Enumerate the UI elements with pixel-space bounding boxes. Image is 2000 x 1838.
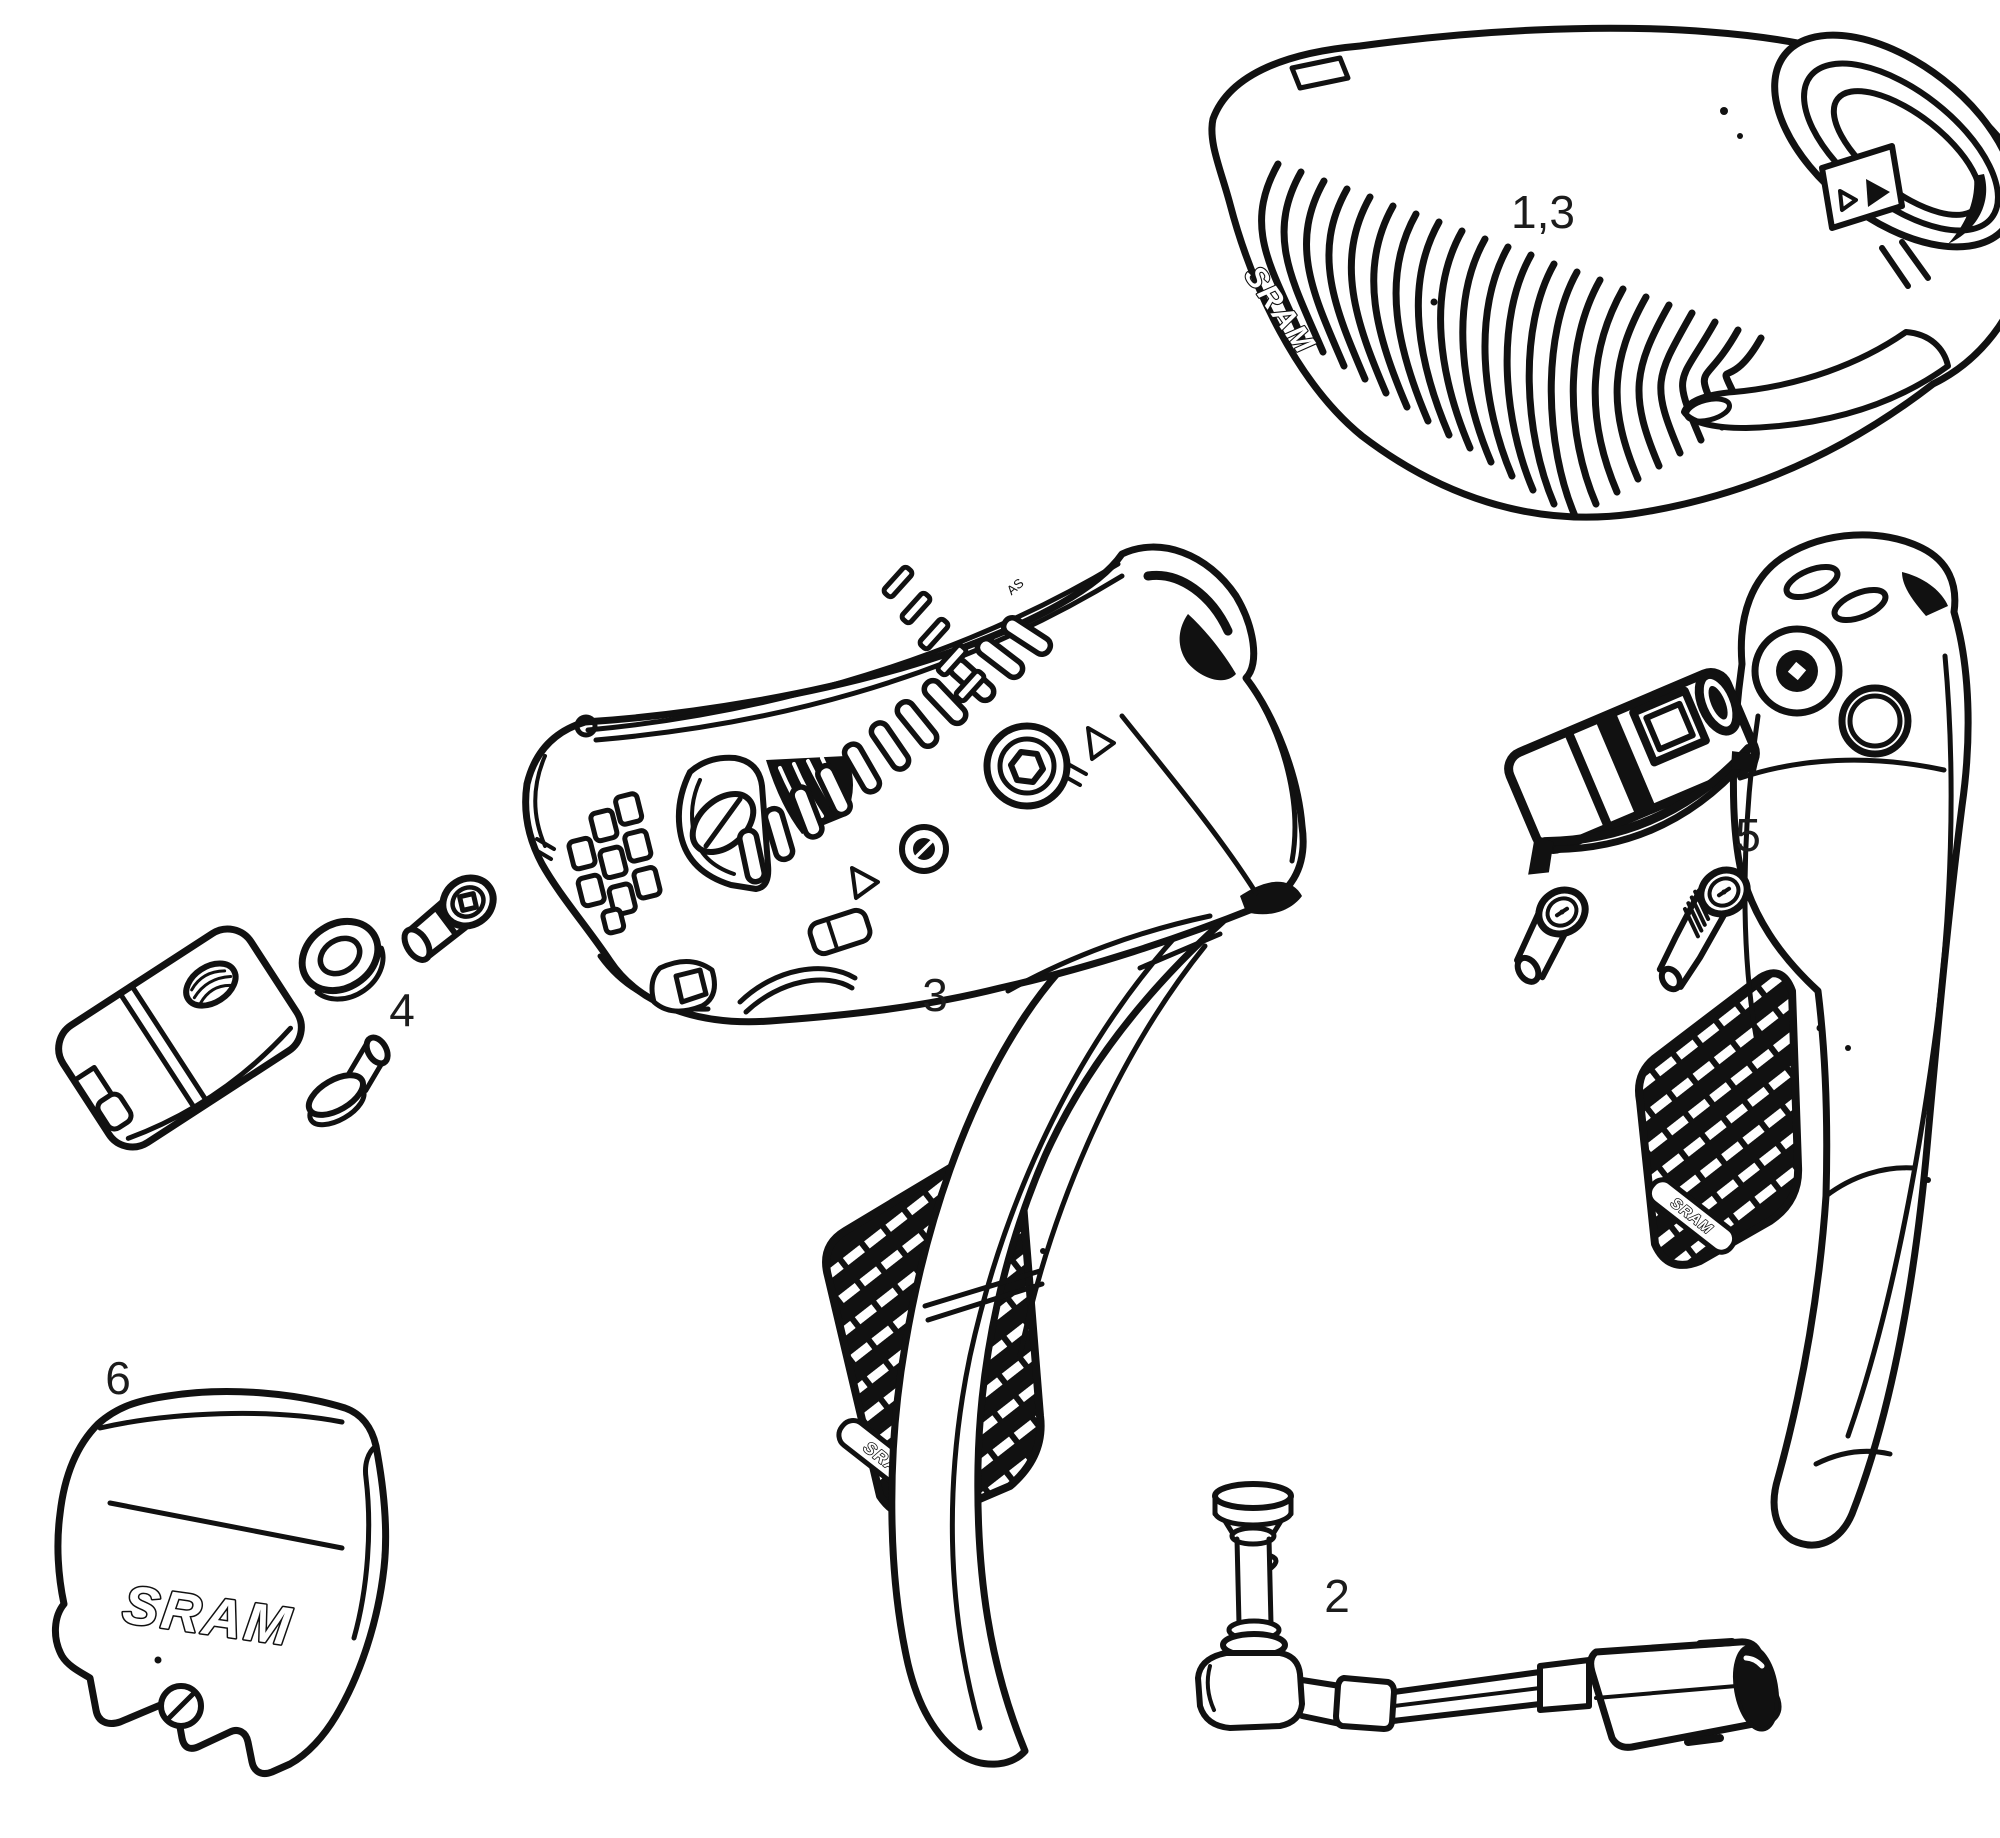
cover-pill xyxy=(807,907,873,957)
mounting-bolt-a xyxy=(1514,886,1589,985)
body-marking: AS xyxy=(1004,575,1027,598)
part-label-hood-cover: 1,3 xyxy=(1511,186,1575,238)
body-left-edge xyxy=(532,754,556,861)
part-label-hose: 2 xyxy=(1324,1570,1350,1622)
vent-grid xyxy=(566,791,663,936)
clamp-bolt xyxy=(401,874,497,963)
part-label-clamp-hardware: 4 xyxy=(389,984,415,1036)
shift-paddle-right: SRAM xyxy=(1635,969,1803,1269)
hose-seam xyxy=(1392,1686,1542,1708)
exploded-parts-diagram: SRAM 1,3 SRAM xyxy=(40,16,2000,1822)
hood-panel-triangle xyxy=(1866,179,1890,207)
hood-tail-tip xyxy=(1684,396,1732,424)
part-blanking-plate: SRAM xyxy=(52,1388,390,1778)
reach-clamp-block xyxy=(1504,668,1760,875)
plate-logo-dot xyxy=(154,1656,162,1664)
hood-rib-texture xyxy=(1258,160,1765,518)
part-shifter-body: SRAM xyxy=(522,543,1307,1768)
brake-lever-blade xyxy=(888,883,1227,1768)
part-label-brake-lever: 5 xyxy=(1735,809,1761,861)
part-hood-cover: SRAM xyxy=(1208,24,2000,521)
lever-head xyxy=(1751,563,1948,758)
plate-screw xyxy=(158,1683,204,1729)
brand-logo-plate: SRAM xyxy=(119,1574,297,1657)
diagram-canvas: SRAM 1,3 SRAM xyxy=(52,24,2000,1778)
blade-mold-dot xyxy=(1040,1248,1046,1254)
lever-blade-right xyxy=(1729,531,1972,1549)
lower-pivot xyxy=(899,824,949,874)
plate-outline xyxy=(52,1388,390,1778)
part-brake-lever: SRAM xyxy=(1504,531,1972,1549)
ratchet-bars xyxy=(881,564,987,704)
bleed-fitting xyxy=(1212,1481,1294,1659)
mounting-bolt-b xyxy=(1656,866,1751,993)
hose-elbow xyxy=(1195,1650,1397,1732)
blade-inner-lines xyxy=(922,918,1223,1731)
hood-tip-notch xyxy=(1289,55,1351,91)
clamp-pivot-bolt xyxy=(983,722,1071,810)
body-beak-knob xyxy=(574,714,598,738)
part-label-shifter-body: 3 xyxy=(922,969,948,1021)
body-blade-transition xyxy=(1005,675,1298,994)
lever-mold-dots xyxy=(1816,1024,1931,1183)
body-top-ridge xyxy=(585,561,1125,743)
part-clamp-hardware xyxy=(55,874,497,1151)
hood-mold-dots xyxy=(1430,107,1743,306)
indicator-triangles xyxy=(850,726,1116,900)
hood-panel-triangle-outline xyxy=(1838,189,1858,212)
part-label-blanking-plate: 6 xyxy=(105,1352,131,1404)
hinge-ear xyxy=(1143,570,1302,915)
hose-line xyxy=(1390,1669,1543,1724)
handlebar-clamp-band xyxy=(55,925,305,1151)
cable-anchor-nut xyxy=(305,1034,391,1128)
hood-tail xyxy=(1681,329,1951,431)
hose-end-connector xyxy=(1537,1638,1782,1751)
part-hose xyxy=(1195,1481,1782,1751)
foot-vent xyxy=(649,959,717,1014)
plate-edge-lines xyxy=(97,1410,379,1641)
washer xyxy=(298,917,386,1002)
